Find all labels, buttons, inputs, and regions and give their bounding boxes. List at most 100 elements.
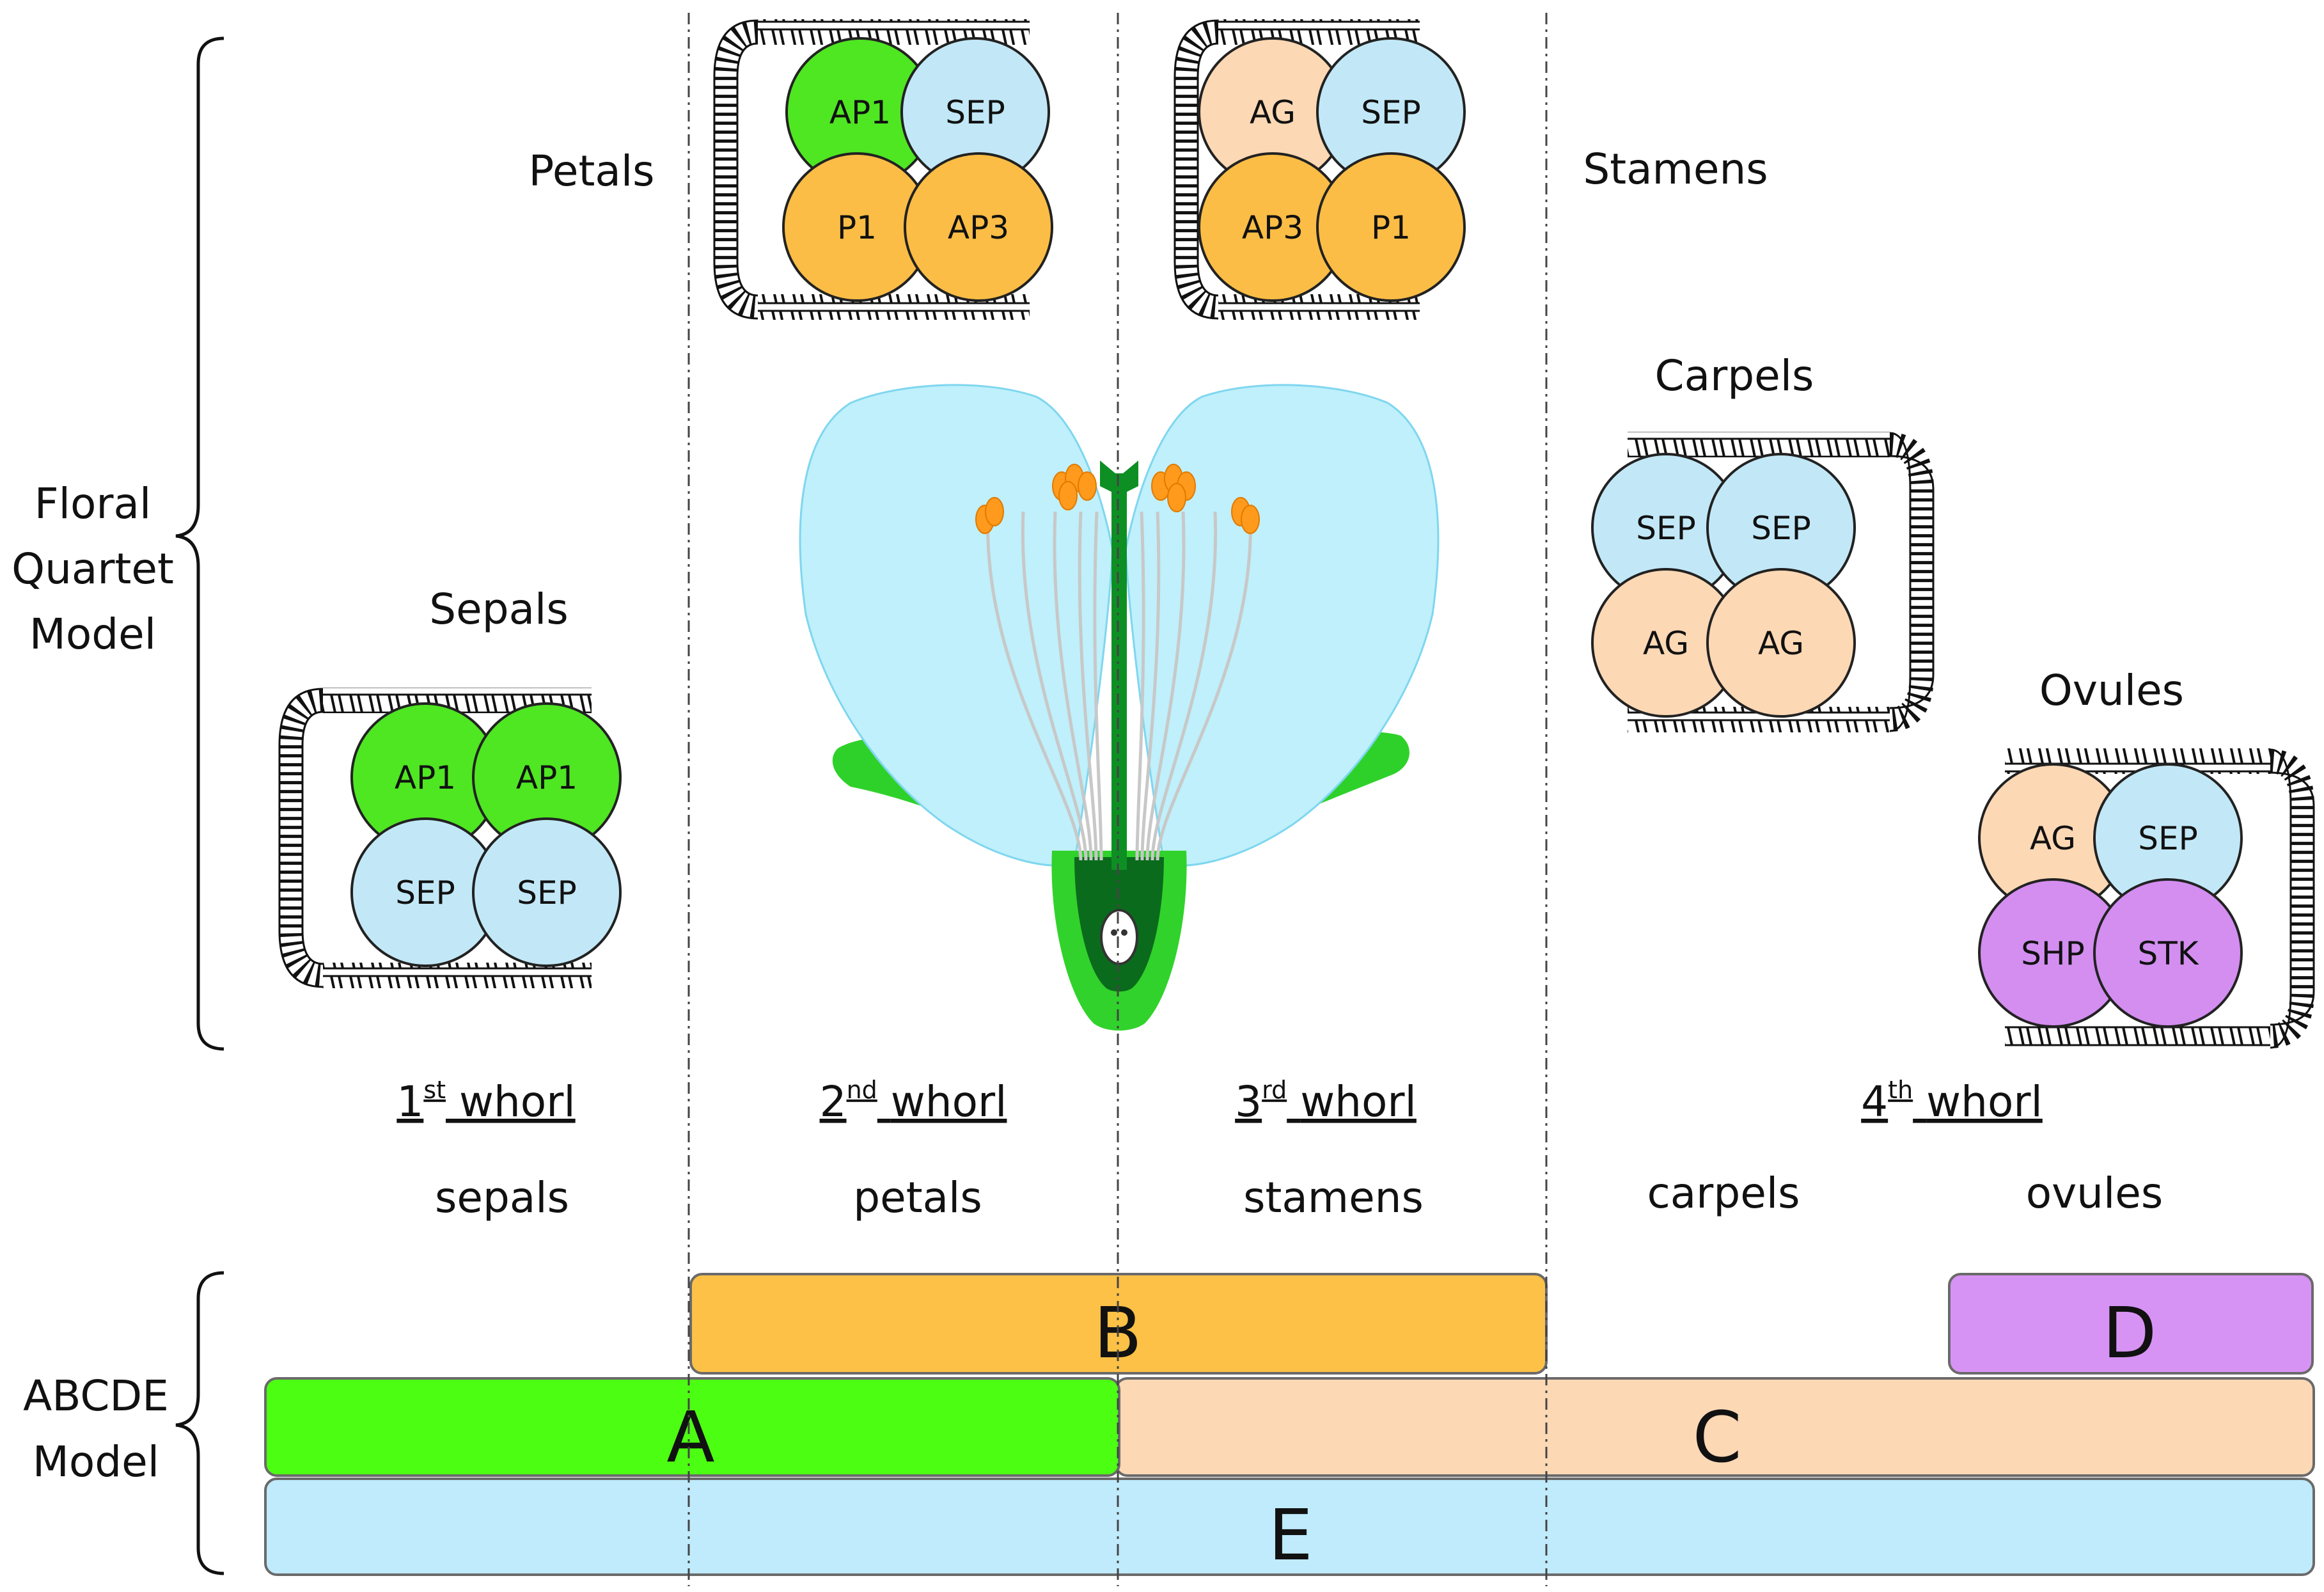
ovules-dna-side-outer	[2270, 748, 2292, 1049]
filament-left-2	[1021, 511, 1088, 861]
carpels-dna-side-outer	[1889, 432, 1912, 732]
stamens-protein-label-3: AP3	[1242, 209, 1303, 246]
filament-left-5	[1093, 511, 1103, 861]
carpels-protein-label-2: SEP	[1751, 510, 1810, 547]
class-a-label: A	[666, 1396, 714, 1478]
sepals-protein-label-1: AP1	[395, 759, 456, 796]
anther-6	[1058, 481, 1078, 510]
petals-protein-ap3-4	[904, 152, 1053, 302]
whorl-3-organ: stamens	[1243, 1173, 1424, 1222]
petals-label: Petals	[528, 146, 654, 196]
petals-dna-side-inner	[736, 42, 758, 297]
flower-illustration	[799, 384, 1440, 1031]
quartet-label-line1: Floral	[35, 479, 152, 528]
abcde-brace	[175, 1271, 224, 1575]
filament-right-2	[1150, 511, 1218, 861]
stamens-protein-label-4: P1	[1371, 209, 1411, 246]
stamens-protein-label-1: AG	[1250, 94, 1296, 131]
whorl-4-organ-carpels: carpels	[1647, 1169, 1800, 1218]
class-e-label: E	[1268, 1494, 1313, 1576]
petals-dna-side	[714, 20, 759, 319]
whorl-3-heading: 3rd whorl	[1235, 1076, 1417, 1126]
sepals-dna-side-inner	[301, 711, 324, 965]
ovules-label: Ovules	[2039, 666, 2184, 715]
sepals-protein-sep-4	[472, 817, 622, 967]
ovules-protein-label-3: SHP	[2021, 935, 2085, 972]
carpels-protein-label-1: SEP	[1636, 510, 1695, 547]
class-e-bar	[264, 1478, 2315, 1576]
ovules-protein-stk-4	[2093, 878, 2243, 1028]
quartet-label-line2: Quartet	[12, 544, 174, 594]
whorl-1-heading: 1st whorl	[396, 1076, 575, 1126]
ovules-protein-label-1: AG	[2030, 820, 2076, 857]
stamens-protein-p1-4	[1316, 152, 1466, 302]
class-a-bar	[264, 1377, 1120, 1477]
sepals-protein-label-2: AP1	[516, 759, 577, 796]
anther-12	[1241, 505, 1260, 534]
petals-dna-side-outer	[713, 19, 758, 320]
petals-protein-label-3: P1	[837, 209, 877, 246]
petal-left	[799, 384, 1114, 867]
anthers	[975, 464, 1260, 534]
abcde-label-line1: ABCDE	[23, 1371, 169, 1421]
sepals-protein-label-4: SEP	[517, 874, 576, 911]
petals-protein-label-2: SEP	[945, 94, 1005, 131]
filament-right-5	[1135, 511, 1145, 861]
filament-left-1	[986, 511, 1083, 861]
stamens-dna-side	[1174, 20, 1220, 319]
filament-right-3	[1145, 511, 1186, 861]
petals-protein-label-1: AP1	[829, 94, 891, 131]
anther-2	[985, 497, 1004, 526]
stigma	[1100, 461, 1138, 496]
stamens-dna-side-outer	[1174, 19, 1219, 320]
anther-5	[1078, 471, 1097, 501]
class-d-bar	[1948, 1273, 2314, 1375]
quartet-brace	[175, 36, 224, 1051]
carpels-protein-ag-4	[1706, 568, 1856, 718]
carpels-label: Carpels	[1655, 351, 1814, 400]
sepals-label: Sepals	[429, 585, 569, 634]
sepals-dna-side-outer	[278, 688, 324, 988]
whorl-4-heading: 4th whorl	[1861, 1076, 2043, 1126]
ovules-quartet-complex: AG SEP SHP STK	[1978, 748, 2315, 1049]
petal-right	[1124, 384, 1440, 867]
whorl-headings: 1st whorl 2nd whorl 3rd whorl 4th whorl	[396, 1076, 2043, 1126]
quartet-label-line3: Model	[29, 610, 156, 659]
carpels-protein-label-3: AG	[1643, 625, 1689, 662]
ovule-dot-2	[1121, 929, 1127, 936]
stamens-dna-side-inner	[1197, 42, 1219, 297]
stamens-label: Stamens	[1583, 145, 1768, 194]
abcde-label-line2: Model	[33, 1437, 159, 1486]
filament-left-4	[1078, 511, 1098, 861]
class-d-label: D	[2103, 1292, 2157, 1374]
filament-right-4	[1140, 511, 1161, 861]
stamens-protein-label-2: SEP	[1361, 94, 1420, 131]
whorl-2-heading: 2nd whorl	[820, 1076, 1007, 1126]
carpels-protein-label-4: AG	[1758, 625, 1804, 662]
filament-left-3	[1053, 511, 1093, 861]
carpels-quartet-complex: SEP SEP AG AG	[1591, 432, 1935, 732]
whorl-4-organ-ovules: ovules	[2026, 1169, 2163, 1218]
style-stem	[1111, 473, 1127, 870]
petals-quartet-complex: AP1 SEP P1 AP3	[713, 19, 1053, 320]
anther-10	[1167, 483, 1186, 512]
ovules-dna-side	[2269, 749, 2314, 1048]
whorl-1-organ: sepals	[435, 1173, 569, 1222]
whorl-2-organ: petals	[853, 1173, 982, 1222]
ovule-in-ovary	[1100, 909, 1138, 965]
petals-protein-label-4: AP3	[948, 209, 1009, 246]
ovules-dna-side-inner	[2270, 771, 2315, 1026]
whorl-guide-lines-overlay	[687, 13, 1548, 1586]
ovules-protein-label-2: SEP	[2138, 820, 2197, 857]
class-c-label: C	[1693, 1396, 1742, 1478]
ovule-dot	[1111, 929, 1117, 936]
sepals-protein-label-3: SEP	[395, 874, 455, 911]
carpels-dna-side	[1888, 432, 1934, 732]
ovules-protein-label-4: STK	[2137, 935, 2199, 972]
stamens-quartet-complex: AG SEP AP3 P1	[1174, 19, 1466, 320]
filament-right-1	[1156, 511, 1252, 861]
class-b-bar	[689, 1273, 1548, 1375]
